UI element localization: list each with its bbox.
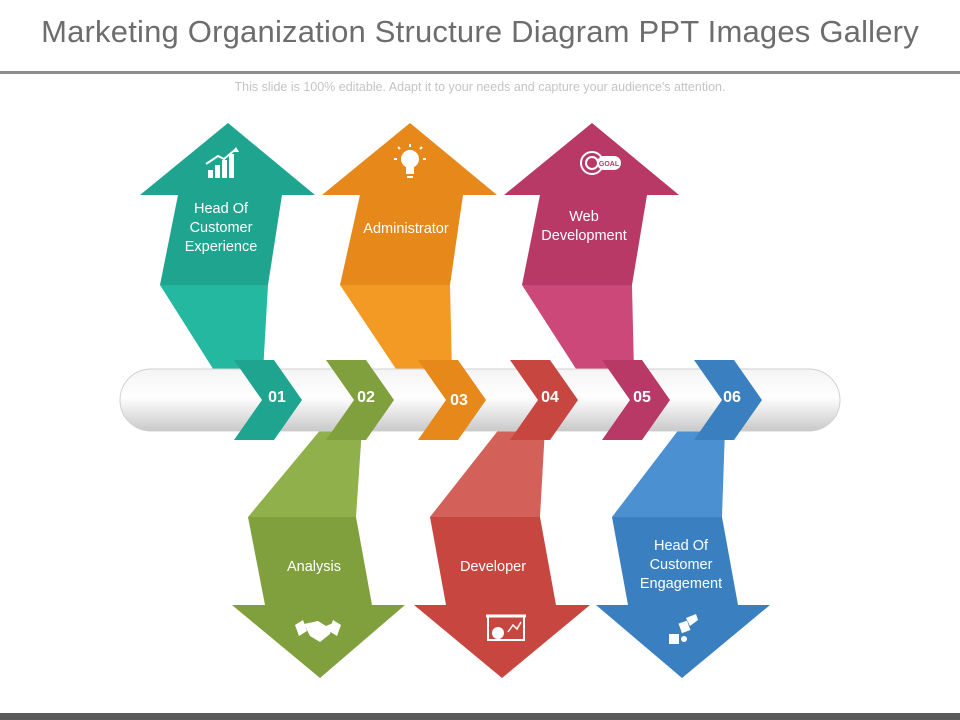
bar-chart-growth-icon — [205, 147, 239, 178]
label-administrator: Administrator — [363, 221, 449, 237]
chevron-03 — [418, 360, 486, 440]
label-developer: Developer — [459, 559, 527, 575]
footer-divider — [0, 713, 960, 720]
label-head-of-customer-engagement: Head Of Customer Engagement — [639, 538, 723, 592]
arrow-analysis — [232, 428, 405, 678]
arrow-head-of-customer-experience — [140, 123, 315, 372]
slide-title: Marketing Organization Structure Diagram… — [41, 14, 919, 49]
label-web-development: Web Development — [541, 209, 627, 244]
chevron-05 — [602, 360, 670, 440]
goal-target-icon: GOAL — [580, 151, 621, 175]
label-analysis: Analysis — [287, 559, 341, 575]
chevron-02 — [326, 360, 394, 440]
presentation-board-icon — [486, 614, 526, 641]
chevron-01 — [234, 360, 302, 440]
light-bulb-icon — [394, 144, 426, 178]
slide-subtitle: This slide is 100% editable. Adapt it to… — [234, 80, 726, 94]
arrow-developer — [414, 428, 590, 678]
step-number-06: 06 — [723, 389, 741, 406]
arrow-head-of-customer-engagement — [596, 428, 770, 678]
arrow-web-development — [504, 123, 679, 372]
step-number-04: 04 — [541, 389, 559, 406]
handshake-icon — [295, 620, 341, 642]
arrow-administrator — [322, 123, 497, 372]
puzzle-hand-icon — [669, 614, 698, 644]
step-number-01: 01 — [268, 389, 286, 406]
step-number-05: 05 — [633, 389, 651, 406]
title-divider — [0, 71, 960, 74]
chevron-06 — [694, 360, 762, 440]
svg-text:GOAL: GOAL — [599, 161, 620, 168]
step-number-03: 03 — [450, 392, 468, 409]
step-number-02: 02 — [357, 389, 375, 406]
chevron-04 — [510, 360, 578, 440]
label-head-of-customer-experience: Head Of Customer Experience — [184, 201, 258, 255]
